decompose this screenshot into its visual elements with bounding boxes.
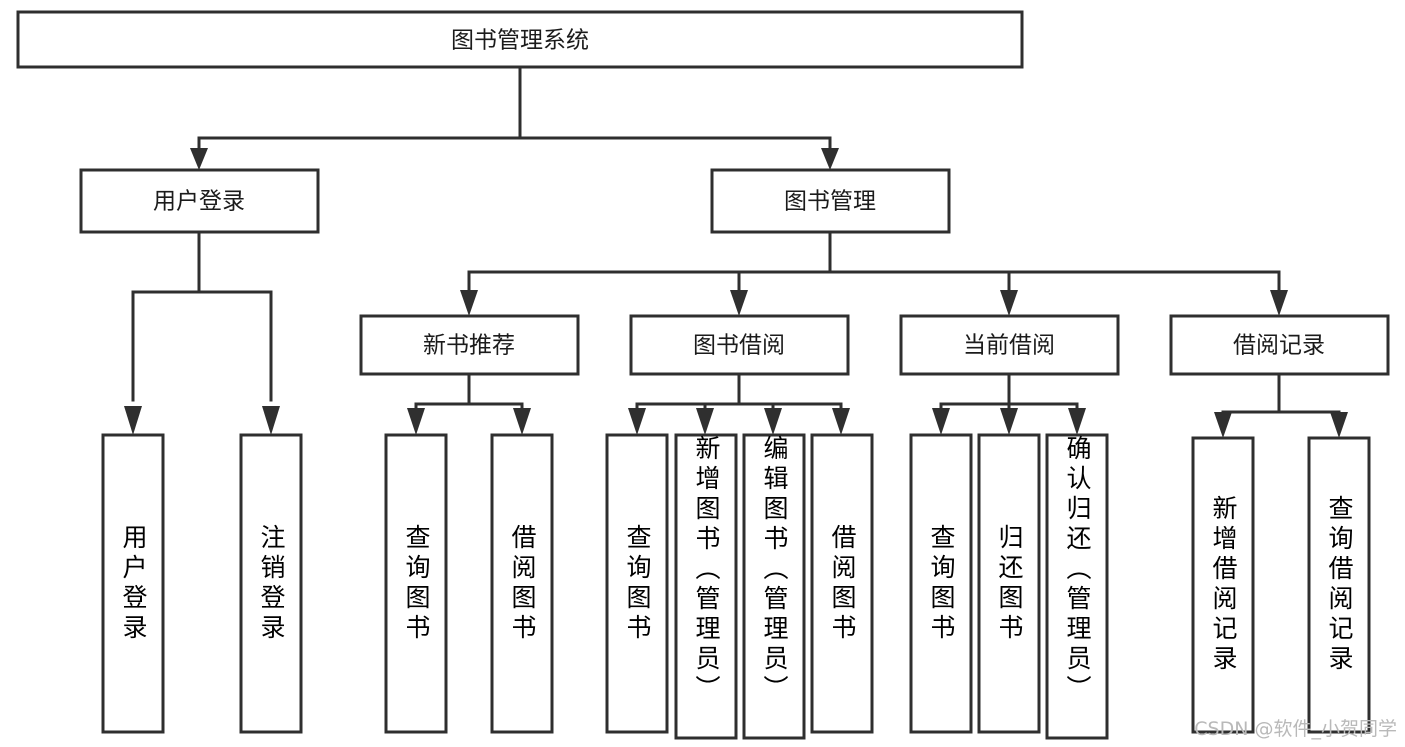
arrow-head-leaf-add-record	[1214, 412, 1232, 438]
node-borrow-record[interactable]: 借阅记录	[1169, 314, 1390, 376]
node-book-borrow-box[interactable]	[629, 314, 850, 376]
node-borrow-record-box[interactable]	[1169, 314, 1390, 376]
connector-group-book-borrow	[628, 372, 850, 435]
arrow-head-current-borrow	[1000, 290, 1018, 316]
node-book-manage[interactable]: 图书管理	[710, 168, 951, 234]
node-new-book-rec-box[interactable]	[359, 314, 580, 376]
node-leaf-query-book-2-box[interactable]	[605, 433, 669, 734]
node-leaf-return-book-box[interactable]	[977, 433, 1041, 734]
node-leaf-return-book-label: 归还图书	[995, 523, 1024, 644]
node-leaf-query-book-2[interactable]: 查询图书	[605, 433, 669, 734]
arrow-head-leaf-add-book	[696, 408, 714, 435]
node-book-manage-box[interactable]	[710, 168, 951, 234]
node-leaf-add-book-box[interactable]	[674, 433, 738, 740]
node-leaf-user-login-box[interactable]	[101, 433, 165, 734]
arrow-head-leaf-query-book-2	[628, 408, 646, 435]
node-leaf-query-record-box[interactable]	[1307, 436, 1371, 734]
connector-group-user-login	[124, 230, 280, 435]
node-leaf-query-book-2-label: 查询图书	[623, 523, 652, 644]
node-current-borrow-label: 当前借阅	[963, 333, 1055, 359]
arrow-head-leaf-return-book	[1000, 408, 1018, 435]
node-leaf-query-book-1-label: 查询图书	[402, 523, 431, 644]
node-leaf-add-record-box[interactable]	[1191, 436, 1255, 734]
node-leaf-logout-box[interactable]	[239, 433, 303, 734]
node-leaf-add-book[interactable]: 新增图书（管理员）	[674, 433, 738, 740]
node-leaf-edit-book-box[interactable]	[742, 433, 806, 740]
node-leaf-query-book-1[interactable]: 查询图书	[384, 433, 448, 734]
node-leaf-logout-label: 注销登录	[257, 523, 286, 644]
arrow-head-leaf-query-book-1	[407, 408, 425, 435]
connector-group-borrow-record	[1214, 372, 1348, 438]
node-leaf-edit-book[interactable]: 编辑图书（管理员）	[742, 433, 806, 740]
node-leaf-add-record-label: 新增借阅记录	[1209, 495, 1238, 675]
node-leaf-borrow-book-1-box[interactable]	[490, 433, 554, 734]
node-root[interactable]: 图书管理系统	[16, 10, 1024, 69]
node-leaf-borrow-book-2-label: 借阅图书	[828, 523, 857, 644]
node-leaf-add-record[interactable]: 新增借阅记录	[1191, 436, 1255, 734]
node-leaf-query-book-3-label: 查询图书	[927, 523, 956, 644]
node-new-book-rec[interactable]: 新书推荐	[359, 314, 580, 376]
node-book-borrow-label: 图书借阅	[693, 333, 785, 359]
connector-group-book-manage	[460, 230, 1288, 316]
node-leaf-borrow-book-1[interactable]: 借阅图书	[490, 433, 554, 734]
arrow-head-user-login	[190, 148, 208, 170]
node-root-label: 图书管理系统	[451, 28, 589, 54]
node-current-borrow-box[interactable]	[899, 314, 1120, 376]
connector-group-root	[190, 65, 839, 170]
node-leaf-logout[interactable]: 注销登录	[239, 433, 303, 734]
arrow-head-leaf-confirm-return	[1068, 408, 1086, 435]
node-leaf-confirm-return[interactable]: 确认归还（管理员）	[1045, 433, 1109, 740]
arrow-head-leaf-borrow-book-1	[513, 408, 531, 435]
node-leaf-query-book-3[interactable]: 查询图书	[909, 433, 973, 734]
node-leaf-borrow-book-1-label: 借阅图书	[508, 523, 537, 644]
node-leaf-return-book[interactable]: 归还图书	[977, 433, 1041, 734]
node-book-manage-label: 图书管理	[784, 189, 876, 215]
node-leaf-edit-book-label: 编辑图书（管理员）	[760, 435, 789, 705]
node-leaf-borrow-book-2-box[interactable]	[810, 433, 874, 734]
node-leaf-query-book-3-box[interactable]	[909, 433, 973, 734]
node-current-borrow[interactable]: 当前借阅	[899, 314, 1120, 376]
arrow-head-book-manage	[821, 148, 839, 170]
arrow-head-leaf-query-book-3	[932, 408, 950, 435]
arrow-head-leaf-edit-book	[764, 408, 782, 435]
arrow-head-leaf-user-login	[124, 406, 142, 435]
arrow-head-new-book-rec	[460, 290, 478, 316]
node-user-login[interactable]: 用户登录	[79, 168, 320, 234]
node-leaf-borrow-book-2[interactable]: 借阅图书	[810, 433, 874, 734]
arrow-head-book-borrow	[730, 290, 748, 316]
node-new-book-rec-label: 新书推荐	[423, 333, 515, 359]
node-leaf-query-book-1-box[interactable]	[384, 433, 448, 734]
node-book-borrow[interactable]: 图书借阅	[629, 314, 850, 376]
node-leaf-query-record[interactable]: 查询借阅记录	[1307, 436, 1371, 734]
arrow-head-borrow-record	[1270, 290, 1288, 316]
node-leaf-confirm-return-box[interactable]	[1045, 433, 1109, 740]
node-root-box[interactable]	[16, 10, 1024, 69]
node-user-login-box[interactable]	[79, 168, 320, 234]
node-leaf-user-login-label: 用户登录	[119, 523, 148, 644]
node-leaf-query-record-label: 查询借阅记录	[1325, 495, 1354, 675]
arrow-head-leaf-query-record	[1330, 412, 1348, 438]
node-borrow-record-label: 借阅记录	[1233, 333, 1325, 359]
node-leaf-confirm-return-label: 确认归还（管理员）	[1063, 435, 1092, 705]
node-leaf-user-login[interactable]: 用户登录	[101, 433, 165, 734]
arrow-head-leaf-logout	[262, 406, 280, 435]
connector-group-current-borrow	[932, 372, 1086, 435]
node-leaf-add-book-label: 新增图书（管理员）	[692, 435, 721, 705]
node-user-login-label: 用户登录	[153, 189, 245, 215]
arrow-head-leaf-borrow-book-2	[832, 408, 850, 435]
connector-group-new-book-rec	[407, 372, 531, 435]
